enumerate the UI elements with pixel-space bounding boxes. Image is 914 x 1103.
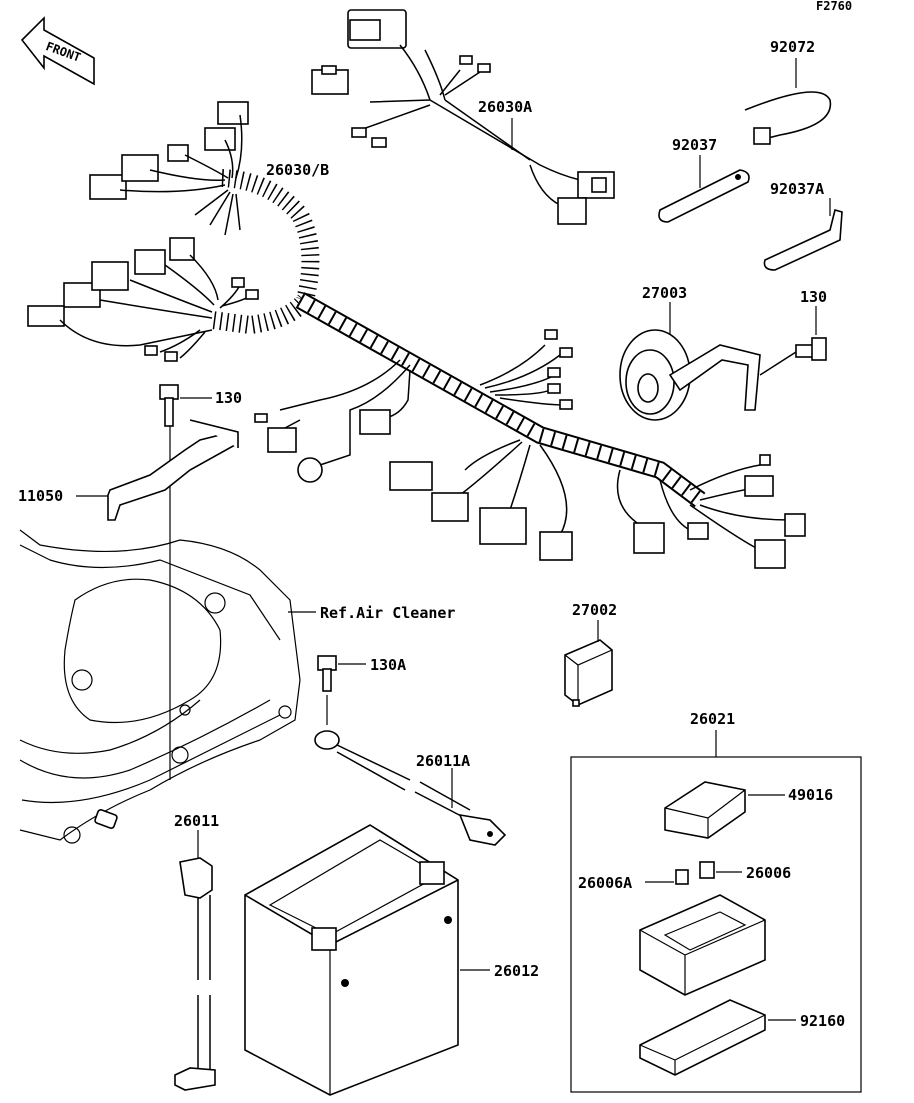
battery-26012 xyxy=(244,824,459,1096)
label-26011a: 26011A xyxy=(416,752,470,770)
band-92072 xyxy=(744,91,832,145)
relay-27002 xyxy=(564,639,613,707)
label-92037a: 92037A xyxy=(770,180,824,198)
bracket-11050 xyxy=(107,419,239,521)
cable-26011a xyxy=(314,730,507,846)
cable-26011 xyxy=(174,857,216,1091)
label-92037: 92037 xyxy=(672,136,717,154)
diagram-code: F2760 xyxy=(816,0,852,13)
bolt-130-right xyxy=(759,337,827,376)
fuse-26006a xyxy=(675,869,689,885)
label-130-left: 130 xyxy=(215,389,242,407)
horn-27003 xyxy=(619,329,761,421)
bolt-130a xyxy=(317,655,337,725)
label-ref-air-cleaner: Ref.Air Cleaner xyxy=(320,604,455,622)
main-harness-26030b xyxy=(27,101,806,569)
label-26030b: 26030/B xyxy=(266,161,329,179)
label-26011: 26011 xyxy=(174,812,219,830)
label-26012: 26012 xyxy=(494,962,539,980)
fuse-box-body xyxy=(639,894,766,996)
label-26030a: 26030A xyxy=(478,98,532,116)
label-27002: 27002 xyxy=(572,601,617,619)
front-arrow-icon: FRONT xyxy=(20,16,95,86)
label-27003: 27003 xyxy=(642,284,687,302)
label-130a: 130A xyxy=(370,656,406,674)
label-92160: 92160 xyxy=(800,1012,845,1030)
bolt-130-left xyxy=(159,384,179,780)
label-92072: 92072 xyxy=(770,38,815,56)
label-49016: 49016 xyxy=(788,786,833,804)
sub-harness-26030a xyxy=(311,9,615,225)
label-11050: 11050 xyxy=(18,487,63,505)
fuse-26006 xyxy=(699,861,715,879)
cover-49016 xyxy=(664,781,746,839)
plate-92037a xyxy=(763,209,843,271)
label-26006: 26006 xyxy=(746,864,791,882)
label-26021: 26021 xyxy=(690,710,735,728)
cover-92160 xyxy=(639,999,766,1076)
label-26006a: 26006A xyxy=(578,874,632,892)
label-130-right: 130 xyxy=(800,288,827,306)
air-cleaner-reference xyxy=(19,529,301,844)
plate-92037 xyxy=(658,169,750,223)
